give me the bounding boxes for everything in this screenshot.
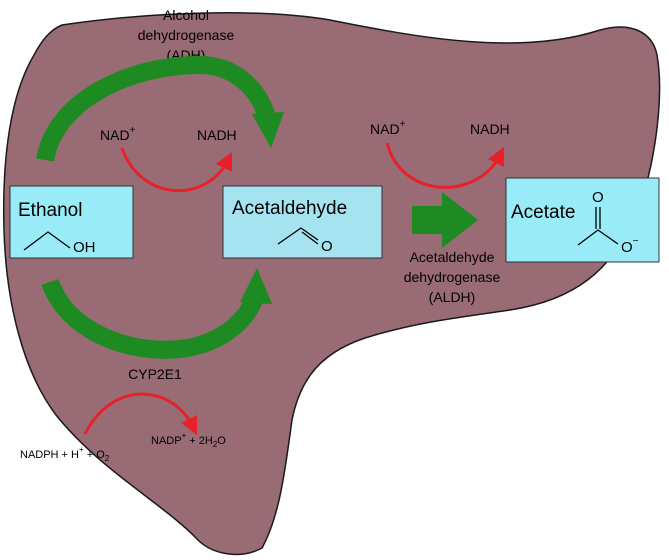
green-block-arrow-icon — [412, 192, 478, 248]
acetaldehyde-structure-icon — [277, 227, 319, 245]
ethanol-structure-icon — [23, 231, 71, 251]
aldh-label-line2: dehydrogenase — [404, 269, 501, 285]
cyp2e1-label: CYP2E1 — [128, 366, 182, 382]
nadh-label-2: NADH — [470, 121, 510, 137]
nad-plus-label-1: NAD+ — [100, 125, 136, 143]
acetaldehyde-title: Acetaldehyde — [232, 198, 347, 219]
cofactor-products-label: NADP+ + 2H2O — [151, 431, 226, 449]
acetaldehyde-box: Acetaldehyde O — [222, 185, 383, 259]
adh-label-line2: dehydrogenase — [138, 27, 235, 43]
cofactor-reactants-label: NADPH + H+ + O2 — [20, 445, 110, 463]
acetate-box: Acetate O O− — [505, 177, 660, 263]
green-curved-arrow-icon — [36, 55, 284, 162]
aldh-label-line1: Acetaldehyde — [410, 249, 495, 265]
ethanol-box: Ethanol OH — [9, 185, 134, 259]
ethanol-title: Ethanol — [18, 200, 82, 221]
ethanol-hydroxyl-label: OH — [73, 239, 96, 256]
acetaldehyde-oxygen-label: O — [321, 238, 333, 255]
green-curved-arrow-icon — [41, 268, 272, 359]
red-curved-arrow-icon — [385, 142, 505, 189]
red-curved-arrow-icon — [120, 147, 233, 193]
acetate-structure-icon — [577, 207, 619, 246]
red-curved-arrow-icon — [83, 392, 198, 436]
nadh-label-1: NADH — [197, 127, 237, 143]
nad-plus-label-2: NAD+ — [370, 119, 406, 137]
acetate-title: Acetate — [511, 202, 575, 223]
acetate-carboxylate-oxygen-label: O− — [621, 236, 639, 256]
aldh-label-line3: (ALDH) — [429, 289, 476, 305]
acetate-carbonyl-oxygen-label: O — [592, 189, 604, 206]
adh-label-line1: Alcohol — [163, 7, 209, 23]
